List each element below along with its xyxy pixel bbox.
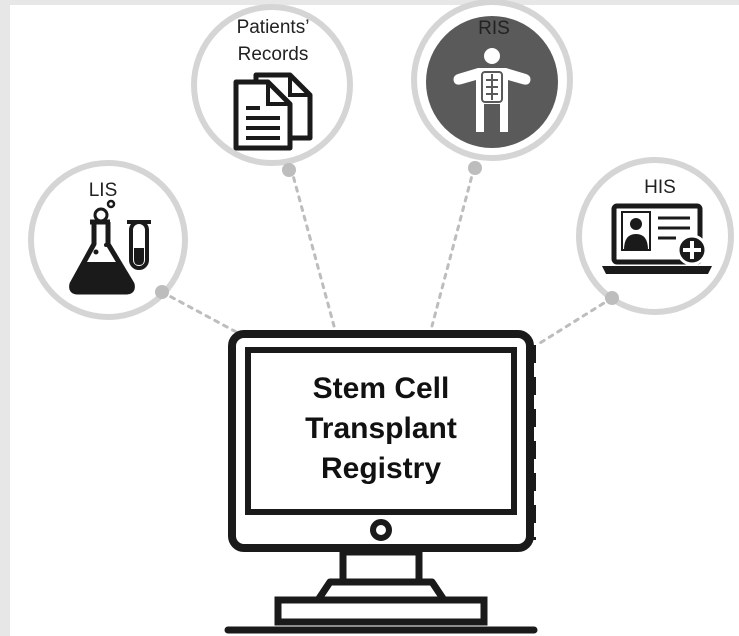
monitor-screen — [245, 347, 517, 515]
node-label-his: HIS — [644, 177, 676, 198]
node-his: HIS — [576, 157, 734, 315]
connector-dot — [282, 163, 296, 177]
monitor-power-button — [370, 519, 392, 541]
connector-his — [538, 296, 614, 345]
node-ris: RIS — [411, 0, 573, 175]
node-label-patients-records-line1: Patients’ — [237, 17, 310, 38]
connector-dot — [605, 291, 619, 305]
desktop-monitor-icon: Stem Cell Transplant Registry — [224, 330, 538, 634]
connector-dot — [155, 285, 169, 299]
registry-title-line1: Stem Cell — [313, 372, 450, 405]
node-label-lis: LIS — [89, 180, 118, 201]
monitor-neck — [339, 548, 423, 586]
connector-patients-records — [289, 166, 336, 328]
node-label-ris: RIS — [478, 18, 510, 39]
monitor-base — [274, 596, 488, 626]
documents-icon — [233, 72, 313, 151]
registry-title-line3: Registry — [321, 452, 441, 485]
node-label-patients-records-line2: Records — [238, 44, 309, 65]
x-ray-body-icon — [453, 48, 531, 132]
connectors — [160, 166, 614, 345]
connector-ris — [430, 166, 476, 328]
node-lis: LIS — [28, 160, 188, 320]
registry-title-line2: Transplant — [305, 412, 457, 445]
lab-flask-test-tube-icon — [69, 199, 151, 295]
connector-lis — [160, 290, 242, 336]
laptop-doctor-profile-icon — [602, 203, 712, 274]
node-patients-records: Patients’ Records — [191, 4, 353, 177]
connector-dot — [468, 161, 482, 175]
